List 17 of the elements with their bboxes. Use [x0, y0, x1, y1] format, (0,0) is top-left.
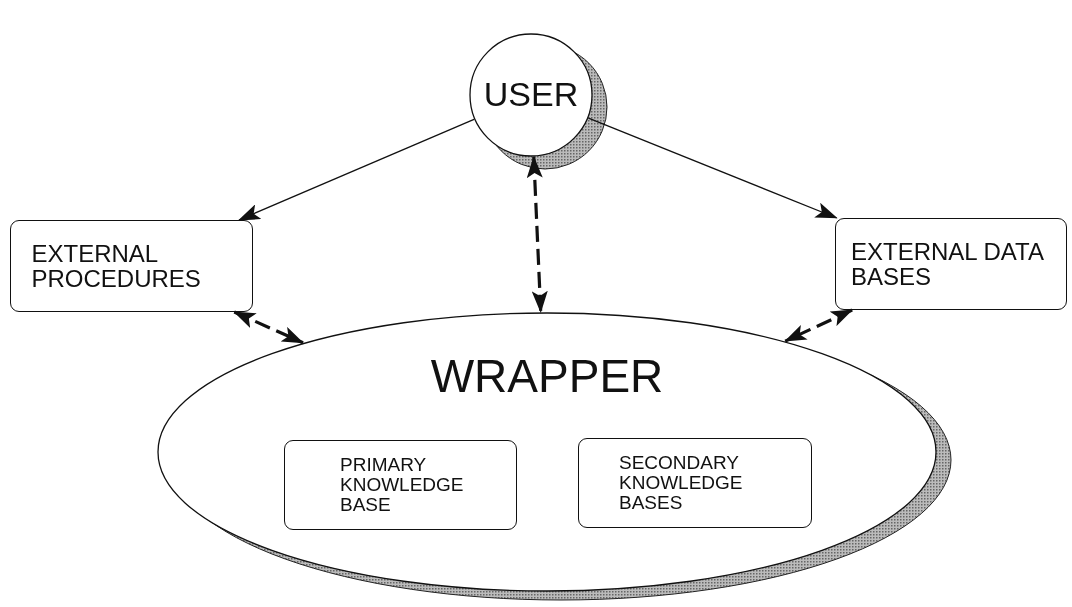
rounded-box	[835, 218, 1067, 310]
arrow	[526, 155, 548, 313]
arrow	[587, 117, 838, 219]
node-label: WRAPPER	[430, 352, 664, 401]
circle-node	[469, 33, 593, 157]
rounded-box	[578, 438, 812, 528]
node-label: EXTERNAL PROCEDURES	[31, 240, 202, 292]
arrow	[233, 310, 304, 345]
rounded-box	[284, 440, 517, 530]
node-label: USER	[483, 77, 579, 113]
arrow	[784, 308, 854, 343]
node-label: PRIMARY KNOWLEDGE BASE	[340, 455, 465, 515]
ellipse-node	[157, 312, 937, 592]
node-label: SECONDARY KNOWLEDGE BASES	[619, 453, 744, 513]
node-label: EXTERNAL DATA BASES	[851, 238, 1045, 290]
rounded-box	[10, 220, 253, 312]
arrow	[238, 118, 475, 221]
